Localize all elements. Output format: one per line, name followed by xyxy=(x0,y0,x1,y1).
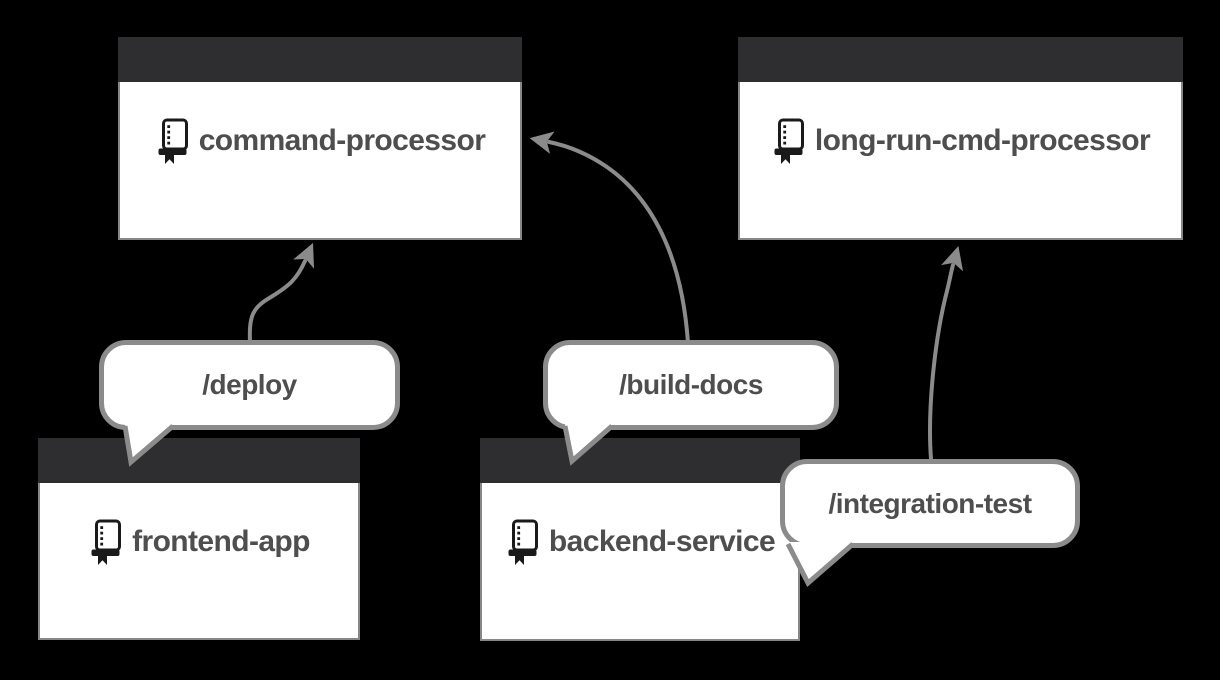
repo-node-backend-service: backend-service xyxy=(480,438,800,641)
repo-node-content: frontend-app xyxy=(40,483,358,638)
command-label: /integration-test xyxy=(828,487,1032,519)
repo-node-content: command-processor xyxy=(120,82,520,238)
bubble-tail xyxy=(122,424,175,467)
arrow-integration-test-to-long-run-cmd-processor xyxy=(928,245,964,461)
command-bubble-integration-test: /integration-test xyxy=(780,459,1080,548)
arrow-deploy-to-command-processor xyxy=(247,242,315,345)
repo-book-icon xyxy=(506,519,538,565)
arrow-build-docs-to-command-processor xyxy=(529,131,690,345)
repo-node-titlebar xyxy=(118,37,522,82)
repo-node-label: command-processor xyxy=(198,124,486,157)
repo-book-icon xyxy=(772,118,804,164)
command-label: /build-docs xyxy=(619,369,763,400)
repo-node-label: backend-service xyxy=(548,525,776,558)
repo-node-long-run-cmd-processor: long-run-cmd-processor xyxy=(738,37,1183,240)
repo-node-label: frontend-app xyxy=(132,524,310,558)
command-bubble-build-docs: /build-docs xyxy=(543,340,839,430)
repo-book-icon xyxy=(156,118,188,164)
repo-node-titlebar xyxy=(738,37,1183,82)
command-bubble-deploy: /deploy xyxy=(99,340,400,430)
repo-book-icon xyxy=(90,519,122,565)
repo-node-titlebar xyxy=(480,438,800,483)
repo-node-content: backend-service xyxy=(482,483,798,639)
bubble-tail xyxy=(562,424,614,466)
repo-node-command-processor: command-processor xyxy=(118,37,522,240)
command-label: /deploy xyxy=(202,369,297,400)
repo-node-content: long-run-cmd-processor xyxy=(740,82,1181,238)
repo-node-frontend-app: frontend-app xyxy=(38,438,360,640)
repo-node-label: long-run-cmd-processor xyxy=(814,124,1151,157)
bubble-tail xyxy=(785,542,855,587)
repo-node-titlebar xyxy=(38,438,360,483)
